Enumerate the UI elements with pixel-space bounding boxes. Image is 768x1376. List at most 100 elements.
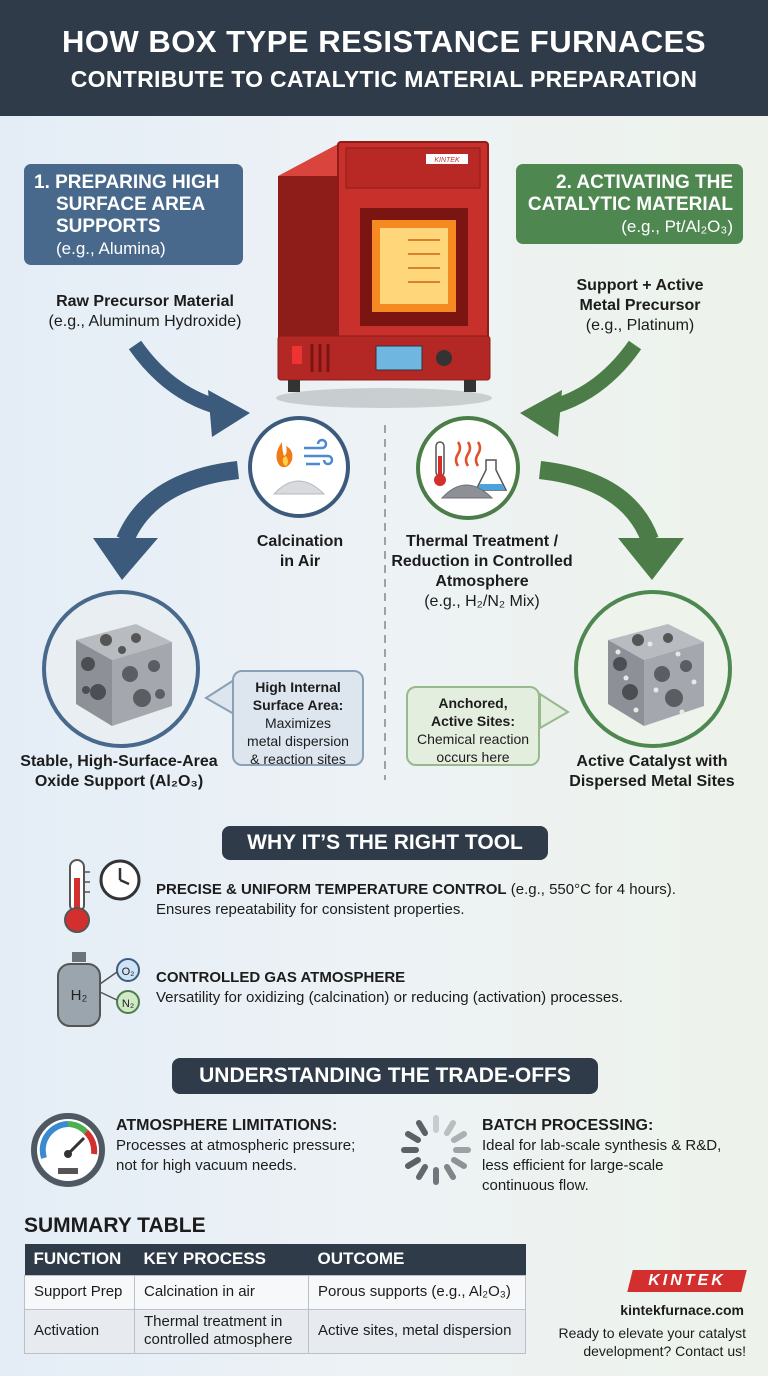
atmosphere-limitations-item: ATMOSPHERE LIMITATIONS: Processes at atm…: [116, 1116, 392, 1176]
temp-control-title: PRECISE & UNIFORM TEMPERATURE CONTROL: [156, 881, 507, 898]
o2-label: O₂: [122, 966, 135, 978]
batch-processing-title: BATCH PROCESSING:: [482, 1117, 654, 1134]
batch-processing-line1: Ideal for lab-scale synthesis & R&D,: [482, 1137, 722, 1154]
callout1-text2: metal dispersion: [247, 733, 349, 749]
calcination-circle: [248, 416, 350, 518]
thermometer-clock-icon: [64, 859, 141, 933]
furnace-brand: KINTEK: [434, 157, 460, 164]
kintek-logo: KINTEK: [627, 1270, 747, 1292]
thermal-treatment-label: Thermal Treatment / Reduction in Control…: [382, 532, 582, 612]
table-cell: Porous supports (e.g., Al₂O₃): [308, 1274, 526, 1310]
table-cell: Calcination in air: [134, 1274, 309, 1310]
callout1-title2: Surface Area:: [252, 697, 344, 713]
callout2-text1: Chemical reaction: [416, 731, 530, 747]
cta-line2: development? Contact us!: [583, 1343, 746, 1359]
callout2-title1: Anchored,: [438, 695, 508, 711]
callout1-text1: Maximizes: [264, 715, 332, 731]
active-catalyst-image: [574, 590, 732, 748]
callout1-text3: & reaction sites: [250, 751, 346, 767]
active-catalyst-cube: [608, 624, 704, 726]
step1-title-box: 1. PREPARING HIGH SURFACE AREA SUPPORTS …: [24, 164, 243, 265]
summary-table: FUNCTION KEY PROCESS OUTCOME Support Pre…: [24, 1244, 526, 1354]
support-output-line1: Stable, High-Surface-Area: [20, 753, 218, 770]
calcination-line1: Calcination: [256, 533, 344, 550]
kintek-logo-text: KINTEK: [648, 1272, 726, 1289]
cta-line1: Ready to elevate your catalyst: [558, 1325, 746, 1341]
batch-processing-item: BATCH PROCESSING: Ideal for lab-scale sy…: [482, 1116, 762, 1196]
batch-processing-line2: less efficient for large-scale: [482, 1157, 664, 1174]
step1-input-title: Raw Precursor Material: [56, 293, 234, 310]
arrow-treatment-to-catalyst: [538, 461, 659, 544]
temp-control-suffix: (e.g., 550°C for 4 hours).: [506, 881, 676, 898]
website-link[interactable]: kintekfurnace.com: [620, 1302, 744, 1318]
step1-title-line3: SUPPORTS: [56, 216, 161, 237]
tradeoffs-heading: UNDERSTANDING THE TRADE-OFFS: [172, 1058, 598, 1094]
step2-input-line2: Metal Precursor: [579, 297, 701, 314]
batch-spinner-icon: [401, 1115, 471, 1185]
step2-input-label: Support + Active Metal Precursor (e.g., …: [540, 276, 740, 336]
arrow-calcination-to-support: [116, 461, 240, 544]
step1-title-line2: SURFACE AREA: [56, 194, 206, 215]
step1-example: (e.g., Alumina): [56, 239, 166, 258]
title-line-2: CONTRIBUTE TO CATALYTIC MATERIAL PREPARA…: [70, 66, 698, 92]
step1-title-line1: 1. PREPARING HIGH: [34, 172, 220, 193]
furnace-brand-plate: [426, 154, 468, 164]
support-output-label: Stable, High-Surface-Area Oxide Support …: [6, 752, 232, 792]
step2-title-line2: CATALYTIC MATERIAL: [527, 194, 733, 215]
furnace-illustration: KINTEK: [276, 141, 492, 408]
table-cell: Thermal treatment in controlled atmosphe…: [134, 1308, 309, 1354]
active-sites-callout: Anchored, Active Sites: Chemical reactio…: [406, 686, 540, 766]
batch-processing-line3: continuous flow.: [482, 1177, 589, 1194]
table-row: Support Prep Calcination in air Porous s…: [24, 1274, 526, 1310]
temp-control-text: Ensures repeatability for consistent pro…: [156, 901, 465, 918]
support-output-line2: Oxide Support (Al₂O₃): [34, 773, 204, 790]
table-cell: Support Prep: [24, 1274, 135, 1310]
step2-input-example: (e.g., Platinum): [585, 317, 695, 334]
calcination-line2: in Air: [279, 553, 321, 570]
thermal-treatment-circle: [416, 416, 520, 520]
table-cell: Active sites, metal dispersion: [308, 1308, 526, 1354]
col-outcome: OUTCOME: [308, 1244, 526, 1275]
step1-input-label: Raw Precursor Material (e.g., Aluminum H…: [20, 292, 270, 332]
flame-wind-icon: [272, 438, 334, 495]
col-function: FUNCTION: [24, 1244, 135, 1275]
page-header: HOW BOX TYPE RESISTANCE FURNACES CONTRIB…: [0, 0, 768, 116]
step2-title-box: 2. ACTIVATING THE CATALYTIC MATERIAL (e.…: [516, 164, 743, 244]
treatment-line2: Reduction in Controlled: [391, 553, 573, 570]
summary-heading: SUMMARY TABLE: [24, 1214, 206, 1237]
callout2-text2: occurs here: [436, 749, 510, 765]
gas-atmosphere-item: CONTROLLED GAS ATMOSPHERE Versatility fo…: [156, 968, 760, 1008]
catalyst-output-line2: Dispersed Metal Sites: [569, 773, 735, 790]
pressure-gauge-icon: [31, 1113, 105, 1187]
catalyst-output-line1: Active Catalyst with: [576, 753, 728, 770]
flow-arrows: [93, 340, 684, 780]
footer-cta: Ready to elevate your catalyst developme…: [520, 1324, 746, 1360]
treatment-line1: Thermal Treatment /: [405, 533, 559, 550]
callout1-title1: High Internal: [255, 679, 341, 695]
porous-support-image: [42, 590, 200, 748]
h2-label: H₂: [71, 987, 88, 1004]
gas-atmosphere-title: CONTROLLED GAS ATMOSPHERE: [156, 969, 406, 986]
why-heading: WHY IT’S THE RIGHT TOOL: [222, 826, 548, 860]
n2-label: N₂: [122, 998, 134, 1010]
treatment-line3: Atmosphere: [435, 573, 529, 590]
surface-area-callout: High Internal Surface Area: Maximizes me…: [232, 670, 364, 767]
atmosphere-limitations-line1: Processes at atmospheric pressure;: [116, 1137, 356, 1154]
atmosphere-limitations-line2: not for high vacuum needs.: [116, 1157, 297, 1174]
catalyst-output-label: Active Catalyst with Dispersed Metal Sit…: [548, 752, 756, 792]
step2-input-line1: Support + Active: [576, 277, 704, 294]
atmosphere-limitations-title: ATMOSPHERE LIMITATIONS:: [116, 1117, 338, 1134]
gas-cylinder-icon: H₂ O₂ N₂: [57, 952, 140, 1027]
treatment-example: (e.g., H₂/N₂ Mix): [424, 593, 540, 610]
table-row: Activation Thermal treatment in controll…: [24, 1308, 526, 1354]
table-cell: Activation: [24, 1308, 135, 1354]
thermometer-flask-icon: [434, 441, 508, 499]
callout2-title2: Active Sites:: [430, 713, 516, 729]
calcination-label: Calcination in Air: [220, 532, 380, 572]
step2-example: (e.g., Pt/Al₂O₃): [621, 217, 733, 236]
porous-support-cube: [76, 624, 172, 726]
step1-input-example: (e.g., Aluminum Hydroxide): [48, 313, 242, 330]
title-line-1: HOW BOX TYPE RESISTANCE FURNACES: [61, 24, 707, 59]
temp-control-item: PRECISE & UNIFORM TEMPERATURE CONTROL (e…: [156, 880, 760, 920]
col-key-process: KEY PROCESS: [134, 1244, 309, 1275]
